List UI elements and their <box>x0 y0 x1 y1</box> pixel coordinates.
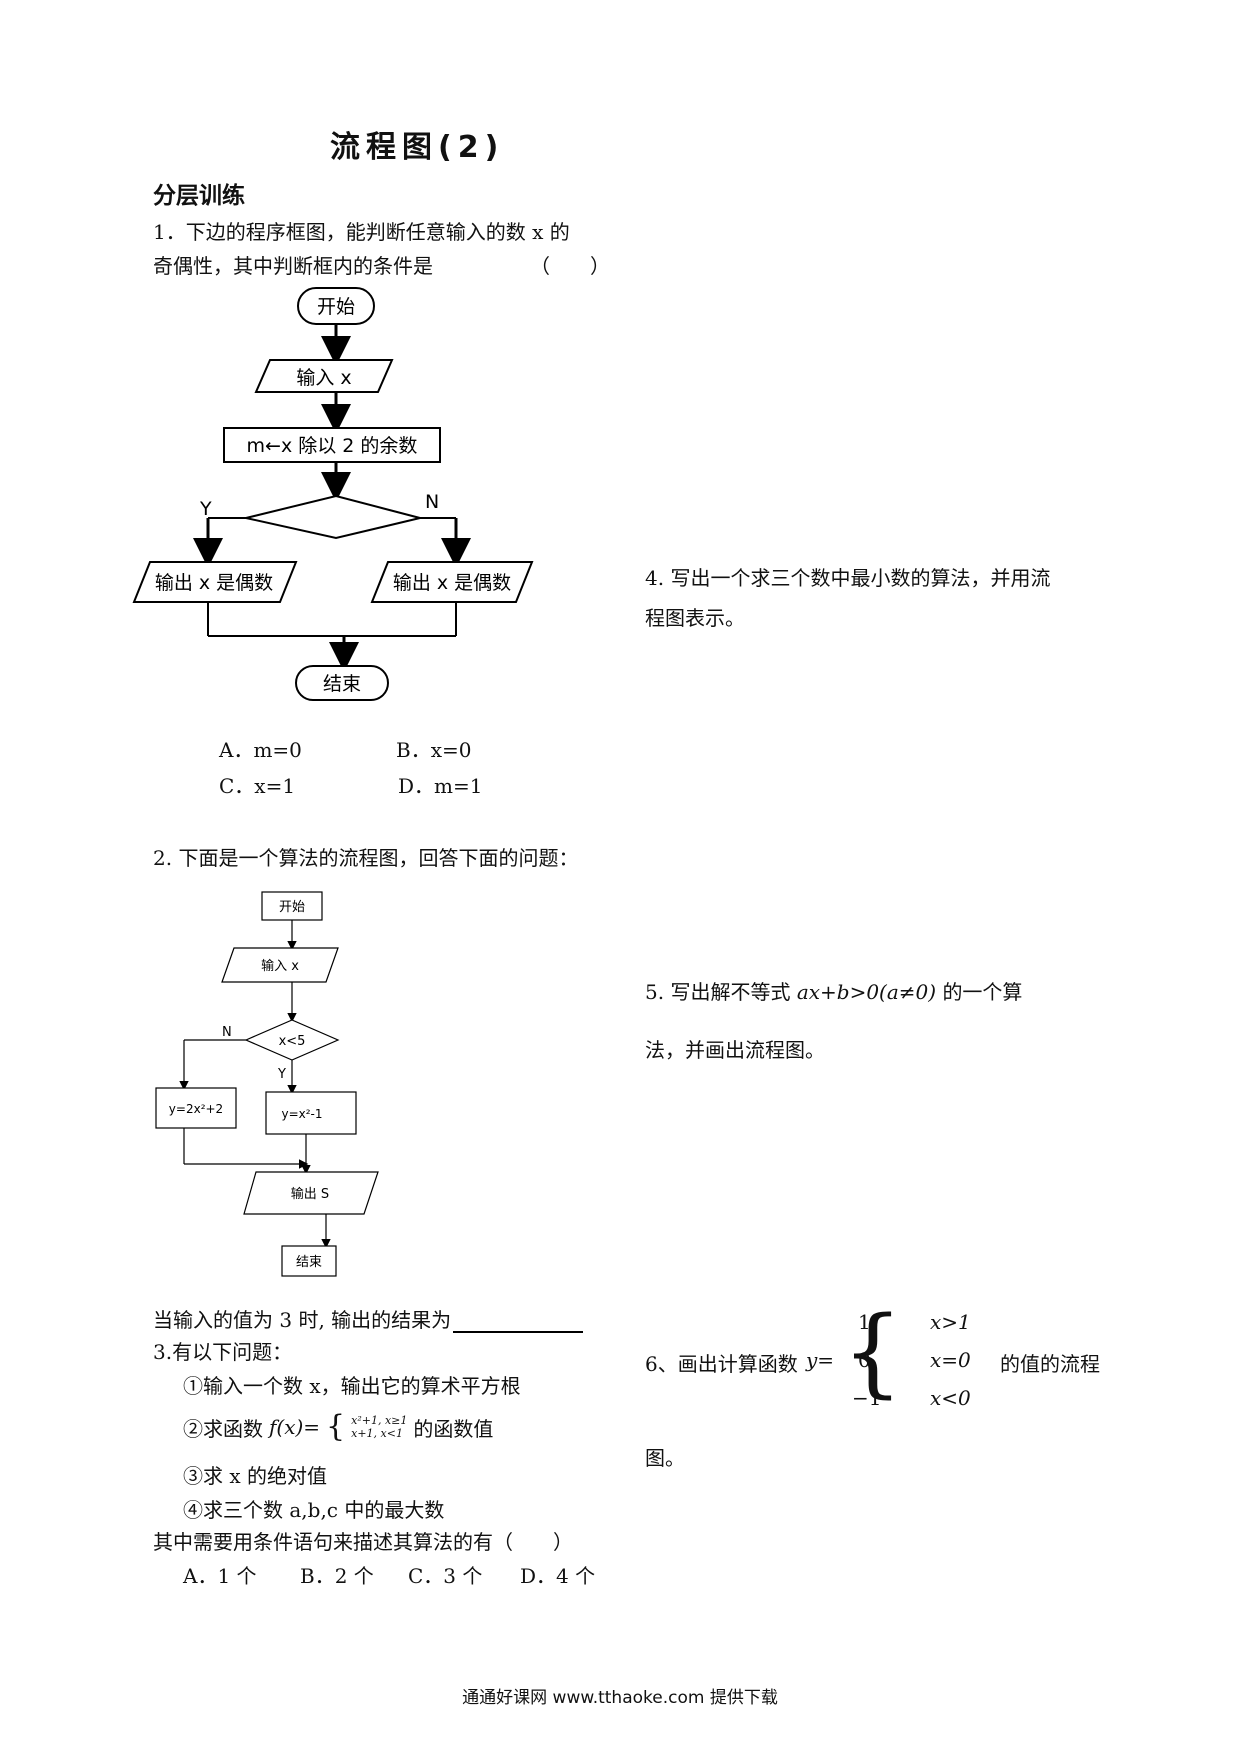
page-title: 流程图(2) <box>330 130 505 165</box>
q5-inequality: ax+b>0(a≠0) <box>796 980 937 1004</box>
q2-left-box-label: y=2x²+2 <box>169 1102 223 1116</box>
q1-end-terminal <box>295 665 389 701</box>
q6-case3-value: −1 <box>852 1386 882 1410</box>
q6-suffix: 的值的流程 <box>1000 1352 1100 1376</box>
q5-line2: 法，并画出流程图。 <box>645 1038 825 1062</box>
q6-func: y= <box>806 1348 835 1372</box>
q3-item2-brace: { <box>326 1409 346 1444</box>
q1-line2: 奇偶性，其中判断框内的条件是 <box>153 254 433 278</box>
q1-input-label: 输入 x <box>296 367 351 389</box>
q1-input-box <box>254 359 394 393</box>
q2-end-label: 结束 <box>296 1255 322 1270</box>
q3-item2-case1: x²+1, x≥1 <box>351 1414 408 1427</box>
q1-answer-paren: （ ） <box>530 254 610 278</box>
q1-yes-label: Y <box>199 498 212 520</box>
q1-decision <box>245 494 421 540</box>
page-footer: 通通好课网 www.tthaoke.com 提供下载 <box>462 1688 778 1708</box>
q1-no-label: N <box>425 491 439 513</box>
q2-input-label: 输入 x <box>261 958 299 974</box>
q3-question: 其中需要用条件语句来描述其算法的有（ ） <box>153 1530 573 1554</box>
q1-output-right-label: 输出 x 是偶数 <box>393 572 511 594</box>
q1-output-left-label: 输出 x 是偶数 <box>155 572 273 594</box>
q1-start-label: 开始 <box>317 296 355 318</box>
q2-end-box <box>281 1245 337 1277</box>
q3-item4: ④求三个数 a,b,c 中的最大数 <box>183 1498 445 1522</box>
q2-input-box <box>221 947 339 983</box>
q3-item1: ①输入一个数 x，输出它的算术平方根 <box>183 1374 521 1398</box>
q3-item3: ③求 x 的绝对值 <box>183 1464 327 1488</box>
q2-start-label: 开始 <box>279 900 305 915</box>
q3-option-c: C．3 个 <box>408 1564 483 1588</box>
q1-process-box <box>223 427 441 463</box>
q2-output-box <box>243 1171 379 1215</box>
q1-end-label: 结束 <box>323 673 361 695</box>
q2-yes-label: Y <box>277 1067 286 1082</box>
q2-right-box-label: y=x²-1 <box>281 1107 322 1121</box>
q6-case3-condition: x<0 <box>930 1386 971 1410</box>
q6-prefix: 6、画出计算函数 <box>645 1352 798 1376</box>
q6-brace: { <box>842 1296 904 1408</box>
q5-suffix: 的一个算 <box>942 980 1023 1004</box>
q3-item2-func: f(x)= <box>269 1415 321 1439</box>
q1-process-label: m←x 除以 2 的余数 <box>247 435 418 457</box>
q3-item2: ②求函数 f(x)= { x²+1, x≥1 x+1, x<1 的函数值 <box>183 1412 493 1442</box>
q1-line1: 1．下边的程序框图，能判断任意输入的数 x 的 <box>153 220 570 244</box>
q6-case1-condition: x>1 <box>930 1310 971 1334</box>
q1-option-b: B．x=0 <box>396 738 472 762</box>
q1-option-c: C．x=1 <box>219 774 296 798</box>
q3-item2-suffix: 的函数值 <box>413 1416 494 1441</box>
q2-decision-label: x<5 <box>279 1034 306 1049</box>
q6-case2-value: 0 <box>858 1348 871 1372</box>
q5-prefix: 5. 写出解不等式 <box>645 980 791 1004</box>
q2-right-box <box>265 1091 357 1135</box>
q3-option-b: B．2 个 <box>300 1564 374 1588</box>
q6-line2: 图。 <box>645 1446 685 1470</box>
q2-decision <box>244 1019 340 1061</box>
q2-no-label: N <box>222 1025 232 1040</box>
q3-intro: 3.有以下问题： <box>153 1340 293 1364</box>
q2-flowchart: 开始 输入 x x<5 N Y y=2x²+2 y=x²-1 输出 S 结束 <box>155 891 379 1277</box>
q2-text: 2. 下面是一个算法的流程图，回答下面的问题： <box>153 846 579 870</box>
q5-line1: 5. 写出解不等式 ax+b>0(a≠0) 的一个算 <box>645 976 1022 1005</box>
q4-line1: 4. 写出一个求三个数中最小数的算法，并用流 <box>645 566 1051 590</box>
q3-option-d: D．4 个 <box>520 1564 596 1588</box>
q2-answer-prompt: 当输入的值为 3 时, 输出的结果为 <box>153 1308 452 1332</box>
q3-option-a: A．1 个 <box>183 1564 257 1588</box>
q3-item2-prefix: ②求函数 <box>183 1416 263 1441</box>
q2-left-box <box>155 1087 237 1129</box>
q6-case2-condition: x=0 <box>930 1348 971 1372</box>
q3-item2-cases: x²+1, x≥1 x+1, x<1 <box>351 1414 407 1440</box>
q1-output-right <box>370 561 534 603</box>
q2-output-label: 输出 S <box>291 1186 329 1202</box>
q6-case1-value: 1 <box>858 1310 871 1334</box>
q1-option-d: D．m=1 <box>398 774 483 798</box>
q2-answer-line: 当输入的值为 3 时, 输出的结果为 <box>153 1304 584 1333</box>
q2-answer-blank[interactable] <box>453 1311 584 1333</box>
q4-line2: 程图表示。 <box>645 606 745 630</box>
q1-option-a: A．m=0 <box>219 738 302 762</box>
section-heading: 分层训练 <box>153 183 245 209</box>
q1-flowchart: 开始 输入 x m←x 除以 2 的余数 Y N 输出 x 是偶数 输出 x 是… <box>132 287 534 701</box>
q1-output-left <box>132 561 298 603</box>
q3-item2-case2: x+1, x<1 <box>351 1427 403 1440</box>
